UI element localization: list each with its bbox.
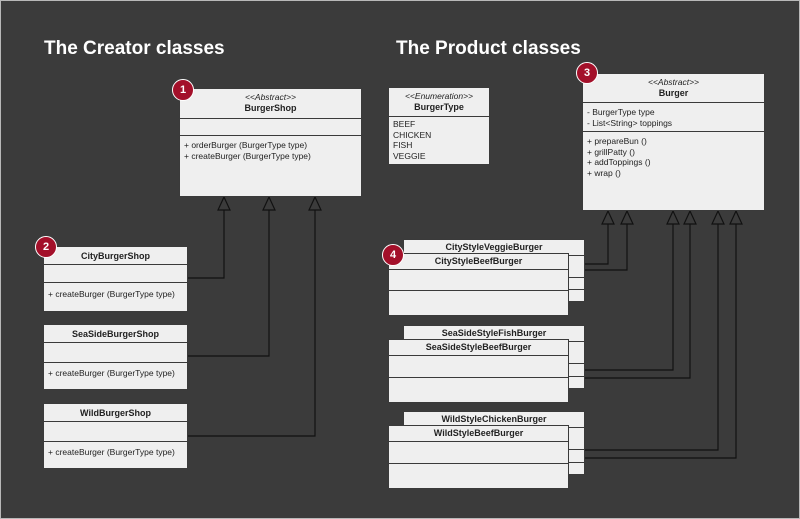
- class-name: CityStyleBeefBurger: [434, 256, 523, 266]
- methods-section: + orderBurger (BurgerType type) + create…: [184, 140, 359, 161]
- divider: [389, 355, 568, 356]
- connector-wild-shop: [188, 210, 316, 437]
- class-city-style-beef-burger[interactable]: CityStyleBeefBurger: [388, 253, 569, 316]
- class-wild-style-beef-burger[interactable]: WildStyleBeefBurger: [388, 425, 569, 489]
- connector-wild-chicken: [584, 224, 719, 451]
- method: + createBurger (BurgerType type): [48, 368, 175, 378]
- connector-city-veggie: [584, 224, 609, 265]
- divider: [44, 362, 187, 363]
- enum-value: BEEF: [393, 119, 416, 129]
- divider: [44, 441, 187, 442]
- enum-burger-type[interactable]: <<Enumeration>> BurgerType BEEF CHICKEN …: [388, 87, 490, 165]
- enum-value: FISH: [393, 140, 413, 150]
- class-seaside-style-beef-burger[interactable]: SeaSideStyleBeefBurger: [388, 339, 569, 403]
- divider: [44, 264, 187, 265]
- method: + prepareBun (): [587, 136, 647, 146]
- methods-section: + createBurger (BurgerType type): [48, 368, 185, 379]
- divider: [180, 135, 361, 136]
- class-burger-shop[interactable]: <<Abstract>> BurgerShop + orderBurger (B…: [179, 88, 362, 197]
- stereotype-label: <<Enumeration>>: [404, 91, 474, 101]
- connector-wild-beef: [568, 224, 737, 459]
- divider: [389, 116, 489, 117]
- class-name: WildStyleBeefBurger: [433, 428, 524, 438]
- methods-section: + createBurger (BurgerType type): [48, 289, 185, 300]
- badge-1: 1: [172, 79, 194, 101]
- divider: [44, 342, 187, 343]
- connector-city-shop: [188, 210, 225, 279]
- stereotype-label: <<Abstract>>: [244, 92, 297, 102]
- method: + createBurger (BurgerType type): [48, 289, 175, 299]
- badge-3: 3: [576, 62, 598, 84]
- methods-section: + prepareBun () + grillPatty () + addTop…: [587, 136, 762, 178]
- class-name: SeaSideBurgerShop: [71, 329, 160, 339]
- class-name: WildBurgerShop: [80, 408, 151, 418]
- method: + createBurger (BurgerType type): [184, 150, 311, 161]
- class-name: WildStyleChickenBurger: [441, 414, 547, 424]
- enum-value: VEGGIE: [393, 150, 426, 161]
- arrowhead: [217, 195, 231, 211]
- product-heading: The Product classes: [396, 38, 581, 59]
- divider: [389, 290, 568, 291]
- divider: [389, 463, 568, 464]
- stereotype-label: <<Abstract>>: [647, 77, 700, 87]
- connector-seaside-beef: [568, 224, 691, 379]
- connector-seaside-fish: [584, 224, 674, 371]
- divider: [583, 131, 764, 132]
- arrowhead: [729, 209, 743, 225]
- method: + orderBurger (BurgerType type): [184, 140, 308, 150]
- arrowhead: [262, 195, 276, 211]
- arrowhead: [620, 209, 634, 225]
- class-name: Burger: [658, 88, 689, 98]
- divider: [389, 269, 568, 270]
- badge-2: 2: [35, 236, 57, 258]
- method: + wrap (): [587, 167, 621, 178]
- arrowhead: [683, 209, 697, 225]
- arrowhead: [711, 209, 725, 225]
- class-name: SeaSideStyleBeefBurger: [425, 342, 532, 352]
- arrowhead: [666, 209, 680, 225]
- enum-values: BEEF CHICKEN FISH VEGGIE: [393, 119, 487, 161]
- class-wild-burger-shop[interactable]: WildBurgerShop + createBurger (BurgerTyp…: [43, 403, 188, 469]
- attribute: - BurgerType type: [587, 107, 655, 117]
- divider: [583, 102, 764, 103]
- attribute: - List<String> toppings: [587, 117, 673, 128]
- class-name: BurgerType: [414, 102, 464, 112]
- badge-4: 4: [382, 244, 404, 266]
- divider: [44, 421, 187, 422]
- class-name: SeaSideStyleFishBurger: [441, 328, 547, 338]
- connector-city-beef: [568, 224, 628, 271]
- divider: [389, 377, 568, 378]
- enum-value: CHICKEN: [393, 129, 432, 140]
- method: + addToppings (): [587, 157, 651, 167]
- connector-seaside-shop: [188, 210, 270, 357]
- arrowhead: [308, 195, 322, 211]
- class-name: CityStyleVeggieBurger: [445, 242, 543, 252]
- class-city-burger-shop[interactable]: CityBurgerShop + createBurger (BurgerTyp…: [43, 246, 188, 312]
- arrowhead: [601, 209, 615, 225]
- class-seaside-burger-shop[interactable]: SeaSideBurgerShop + createBurger (Burger…: [43, 324, 188, 390]
- class-name: CityBurgerShop: [80, 251, 150, 261]
- divider: [44, 282, 187, 283]
- method: + grillPatty (): [587, 146, 635, 157]
- attributes-section: - BurgerType type - List<String> topping…: [587, 107, 762, 128]
- divider: [389, 441, 568, 442]
- creator-heading: The Creator classes: [44, 38, 225, 59]
- divider: [180, 118, 361, 119]
- class-name: BurgerShop: [244, 103, 297, 113]
- class-burger[interactable]: <<Abstract>> Burger - BurgerType type - …: [582, 73, 765, 211]
- method: + createBurger (BurgerType type): [48, 447, 175, 457]
- methods-section: + createBurger (BurgerType type): [48, 447, 185, 458]
